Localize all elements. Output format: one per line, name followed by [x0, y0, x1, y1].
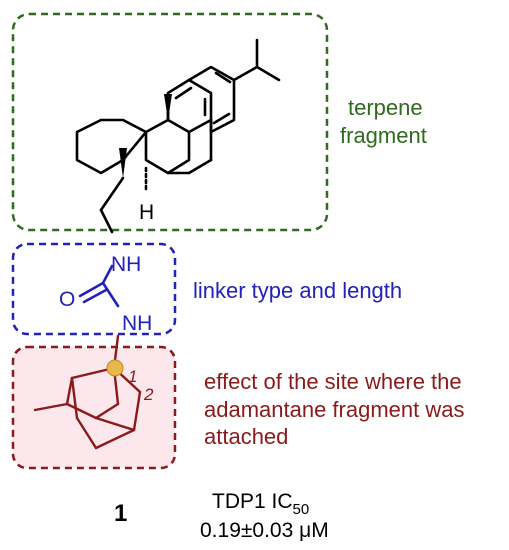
terpene-skeleton [75, 38, 281, 234]
site-label-1: 1 [128, 367, 137, 386]
effect-caption-line1: effect of the site where the [204, 369, 462, 394]
atom-o: O [59, 288, 75, 311]
effect-caption-line2: adamantane fragment was [204, 397, 465, 422]
terpene-caption-line1: terpene [348, 95, 423, 120]
attachment-site-marker [106, 359, 124, 377]
wedge-methyl [119, 148, 127, 178]
effect-caption-line3: attached [204, 424, 288, 449]
atom-h: H [139, 201, 154, 224]
adamantane-region-box [11, 345, 177, 470]
terpene-region-box [11, 12, 329, 232]
compound-number: 1 [114, 500, 127, 527]
site-label-2: 2 [143, 385, 154, 404]
linker-bonds [78, 264, 120, 308]
linker-region-box [11, 242, 177, 336]
wedge-methyl-b [164, 94, 172, 120]
activity-value: 0.19±0.03 μM [200, 519, 329, 542]
terpene-caption-line2: fragment [340, 123, 427, 148]
adamantane-cage [33, 334, 142, 450]
assay-subscript: 50 [293, 501, 310, 518]
atom-nh-bottom: NH [122, 312, 152, 335]
linker-caption: linker type and length [193, 278, 402, 303]
assay-label: TDP1 IC50 [212, 490, 309, 518]
atom-nh-top: NH [111, 253, 141, 276]
